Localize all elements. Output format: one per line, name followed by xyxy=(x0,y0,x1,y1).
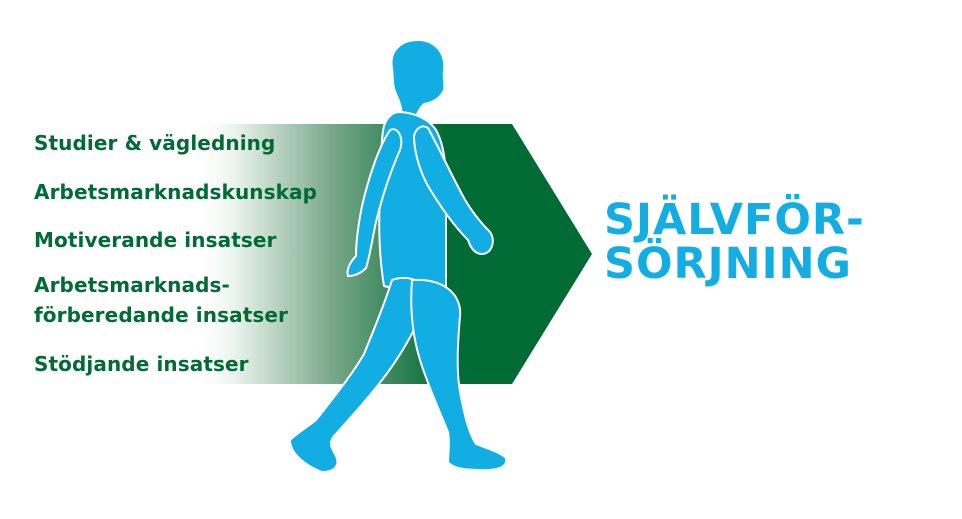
list-item-studier: Studier & vägledning xyxy=(34,131,276,155)
list-item-stodjande: Stödjande insatser xyxy=(34,352,249,376)
list-item-forberedande-line-1: Arbetsmarknads- xyxy=(34,273,230,297)
goal-title-line-1: SJÄLVFÖR- xyxy=(604,195,865,245)
arrow-right-icon xyxy=(444,124,592,384)
list-item-arbetsmarknadskunskap: Arbetsmarknadskunskap xyxy=(34,180,318,204)
list-item-motiverande: Motiverande insatser xyxy=(34,228,277,252)
goal-title-line-2: SÖRJNING xyxy=(604,239,852,289)
goal-title: SJÄLVFÖR- SÖRJNING xyxy=(604,198,865,286)
list-item-forberedande-line-2: förberedande insatser xyxy=(34,303,288,327)
walking-person-icon xyxy=(288,38,508,474)
